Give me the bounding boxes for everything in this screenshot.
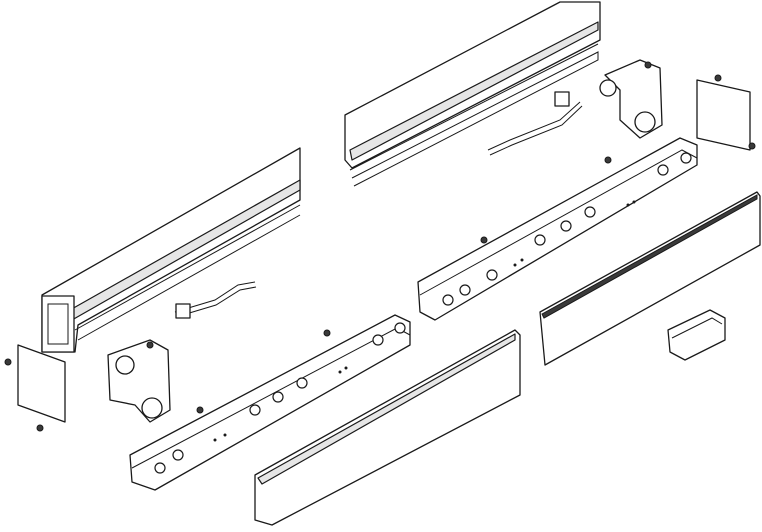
wire-clip xyxy=(554,91,570,107)
right-end-cap-plate xyxy=(696,74,756,151)
screw-icon xyxy=(4,358,12,366)
left-end-cap-plate xyxy=(4,344,66,432)
screw-icon xyxy=(748,142,756,150)
screw-icon xyxy=(714,74,722,82)
right-cover-panel xyxy=(539,191,761,366)
rail-end-profile xyxy=(41,295,75,353)
right-carriage-plate xyxy=(417,137,698,321)
left-carriage-plate xyxy=(129,314,411,491)
top-track-rail xyxy=(344,1,601,187)
left-hanger-bracket xyxy=(107,281,257,423)
wire-clip xyxy=(175,303,191,319)
glass-clamp-block xyxy=(667,309,726,361)
bottom-cover-profile xyxy=(254,329,521,526)
right-hanger-bracket xyxy=(487,59,663,156)
left-track-rail xyxy=(41,147,301,353)
screw-icon xyxy=(36,424,44,432)
